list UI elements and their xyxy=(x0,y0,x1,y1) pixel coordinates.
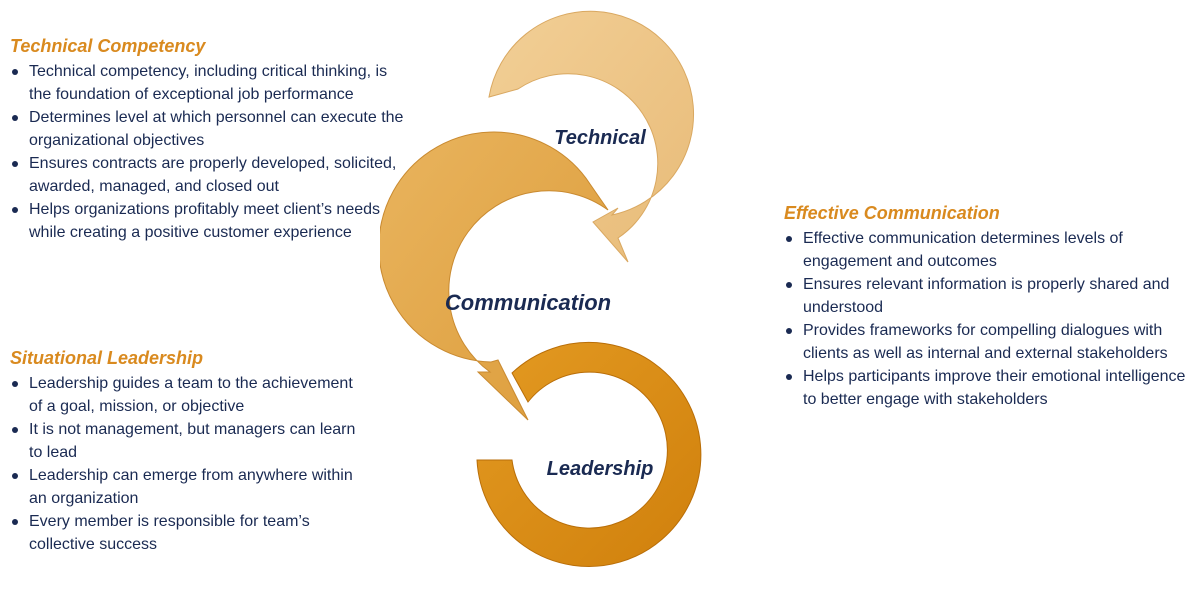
communication-ring-label: Communication xyxy=(445,290,611,315)
situational-leadership-panel: Situational Leadership Leadership guides… xyxy=(10,347,370,556)
list-item: Ensures contracts are properly developed… xyxy=(10,152,405,198)
technical-competency-panel: Technical Competency Technical competenc… xyxy=(10,35,405,244)
situational-leadership-title: Situational Leadership xyxy=(10,348,204,368)
leadership-ring-label: Leadership xyxy=(547,458,654,480)
list-item: Leadership can emerge from anywhere with… xyxy=(10,464,370,510)
list-item: Determines level at which personnel can … xyxy=(10,106,405,152)
situational-leadership-list: Leadership guides a team to the achievem… xyxy=(10,372,370,556)
leadership-ring-arc xyxy=(476,342,702,567)
technical-ring-arc xyxy=(488,10,694,263)
effective-communication-title: Effective Communication xyxy=(784,203,1000,223)
effective-communication-panel: Effective Communication Effective commun… xyxy=(784,202,1194,411)
leadership-ring-arrow xyxy=(476,342,702,567)
list-item: Helps organizations profitably meet clie… xyxy=(10,198,405,244)
list-item: Effective communication determines level… xyxy=(784,227,1194,273)
list-item: Every member is responsible for team’s c… xyxy=(10,510,370,556)
technical-ring-arrow xyxy=(488,10,694,263)
list-item: Helps participants improve their emotion… xyxy=(784,365,1194,411)
list-item: It is not management, but managers can l… xyxy=(10,418,370,464)
list-item: Ensures relevant information is properly… xyxy=(784,273,1194,319)
technical-competency-title: Technical Competency xyxy=(10,36,206,56)
cycle-diagram: Technical Communication Leadership xyxy=(380,10,702,567)
list-item: Provides frameworks for compelling dialo… xyxy=(784,319,1194,365)
effective-communication-list: Effective communication determines level… xyxy=(784,227,1194,411)
technical-competency-list: Technical competency, including critical… xyxy=(10,60,405,244)
list-item: Technical competency, including critical… xyxy=(10,60,405,106)
list-item: Leadership guides a team to the achievem… xyxy=(10,372,370,418)
communication-ring-arrow xyxy=(380,131,609,421)
communication-ring-arc xyxy=(380,131,609,421)
technical-ring-label: Technical xyxy=(554,127,646,149)
